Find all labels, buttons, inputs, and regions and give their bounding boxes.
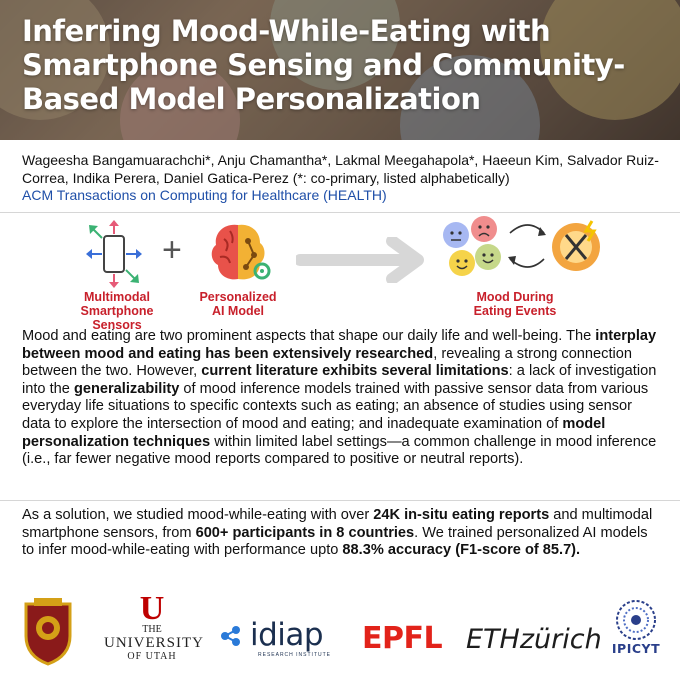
paragraph-emphasis: current literature exhibits several limi… [201, 363, 509, 380]
utah-u-mark: U [139, 590, 165, 627]
arrow-right-icon [296, 237, 424, 283]
mood-eating-icon [443, 216, 600, 276]
paragraph-emphasis: generalizability [73, 380, 180, 397]
venue-text: ACM Transactions on Computing for Health… [22, 187, 387, 203]
paragraph-text: of mood inference models trained with pa… [22, 380, 649, 432]
paragraph-emphasis: 24K in-situ eating reports [373, 507, 550, 523]
smartphone-sensors-icon [86, 220, 142, 288]
paragraph-emphasis: interplay between mood and eating has be… [22, 328, 657, 362]
idiap-subtitle: RESEARCH INSTITUTE [258, 652, 332, 658]
mood-label-line1: Mood During [476, 290, 554, 304]
epfl-logo: EPFL [362, 621, 443, 656]
ipicyt-logo: IPICYT [606, 598, 666, 656]
solution-paragraph: As a solution, we studied mood-while-eat… [22, 507, 662, 560]
mood-label-line2: Eating Events [473, 304, 557, 318]
idiap-wordmark: idiap [250, 617, 324, 653]
utah-of-utah: OF UTAH [127, 651, 177, 662]
paragraph-text: and multimodal smartphone sensors, from [22, 507, 653, 541]
institution-logos: U THE UNIVERSITY OF UTAH idiap RESEARCH … [0, 588, 680, 680]
paragraph-emphasis: 600+ participants in 8 countries [195, 524, 415, 541]
paragraph-text: within limited label settings—a common c… [22, 433, 657, 468]
hero-banner: Inferring Mood-While-Eating with Smartph… [0, 0, 680, 140]
idiap-dots-icon [221, 626, 240, 646]
eth-zurich-logo: ETHzürich [466, 624, 602, 655]
author-list: Wageesha Bangamuarachchi*, Anju Chamanth… [22, 152, 659, 186]
emoji-background-shape [540, 0, 680, 120]
paragraph-emphasis: 88.3% accuracy (F1-score of 85.7). [342, 542, 581, 559]
university-of-utah-logo: U THE UNIVERSITY OF UTAH [104, 590, 204, 663]
divider [0, 500, 680, 501]
pipeline-diagram: Multimodal Smartphone Sensors + Personal… [0, 215, 680, 332]
utah-university: UNIVERSITY [104, 635, 204, 651]
model-label-line1: Personalized [199, 290, 277, 304]
paragraph-text: As a solution, we studied mood-while-eat… [22, 507, 374, 523]
paragraph-emphasis: model personalization techniques [22, 415, 606, 450]
ipicyt-globe-icon [616, 600, 656, 640]
ipicyt-wordmark: IPICYT [611, 641, 661, 656]
paragraph-text: Mood and eating are two prominent aspect… [22, 328, 596, 344]
page-title: Inferring Mood-While-Eating with Smartph… [22, 14, 625, 116]
ai-brain-icon [211, 224, 271, 280]
paragraph-text: , revealing a strong connection between … [22, 345, 632, 380]
intro-paragraph: Mood and eating are two prominent aspect… [22, 328, 662, 469]
paragraph-text: : a lack of investigation into the [22, 363, 657, 397]
model-label-line2: AI Model [211, 304, 265, 318]
university-crest-logo [24, 598, 72, 666]
sensors-label-line1: Multimodal [84, 290, 150, 304]
paragraph-text: . We trained personalized AI models to i… [22, 524, 648, 559]
plus-sign: + [162, 231, 182, 269]
divider [0, 212, 680, 213]
sensors-label-line2: Smartphone Sensors [80, 304, 154, 332]
utah-the: THE [142, 624, 162, 635]
